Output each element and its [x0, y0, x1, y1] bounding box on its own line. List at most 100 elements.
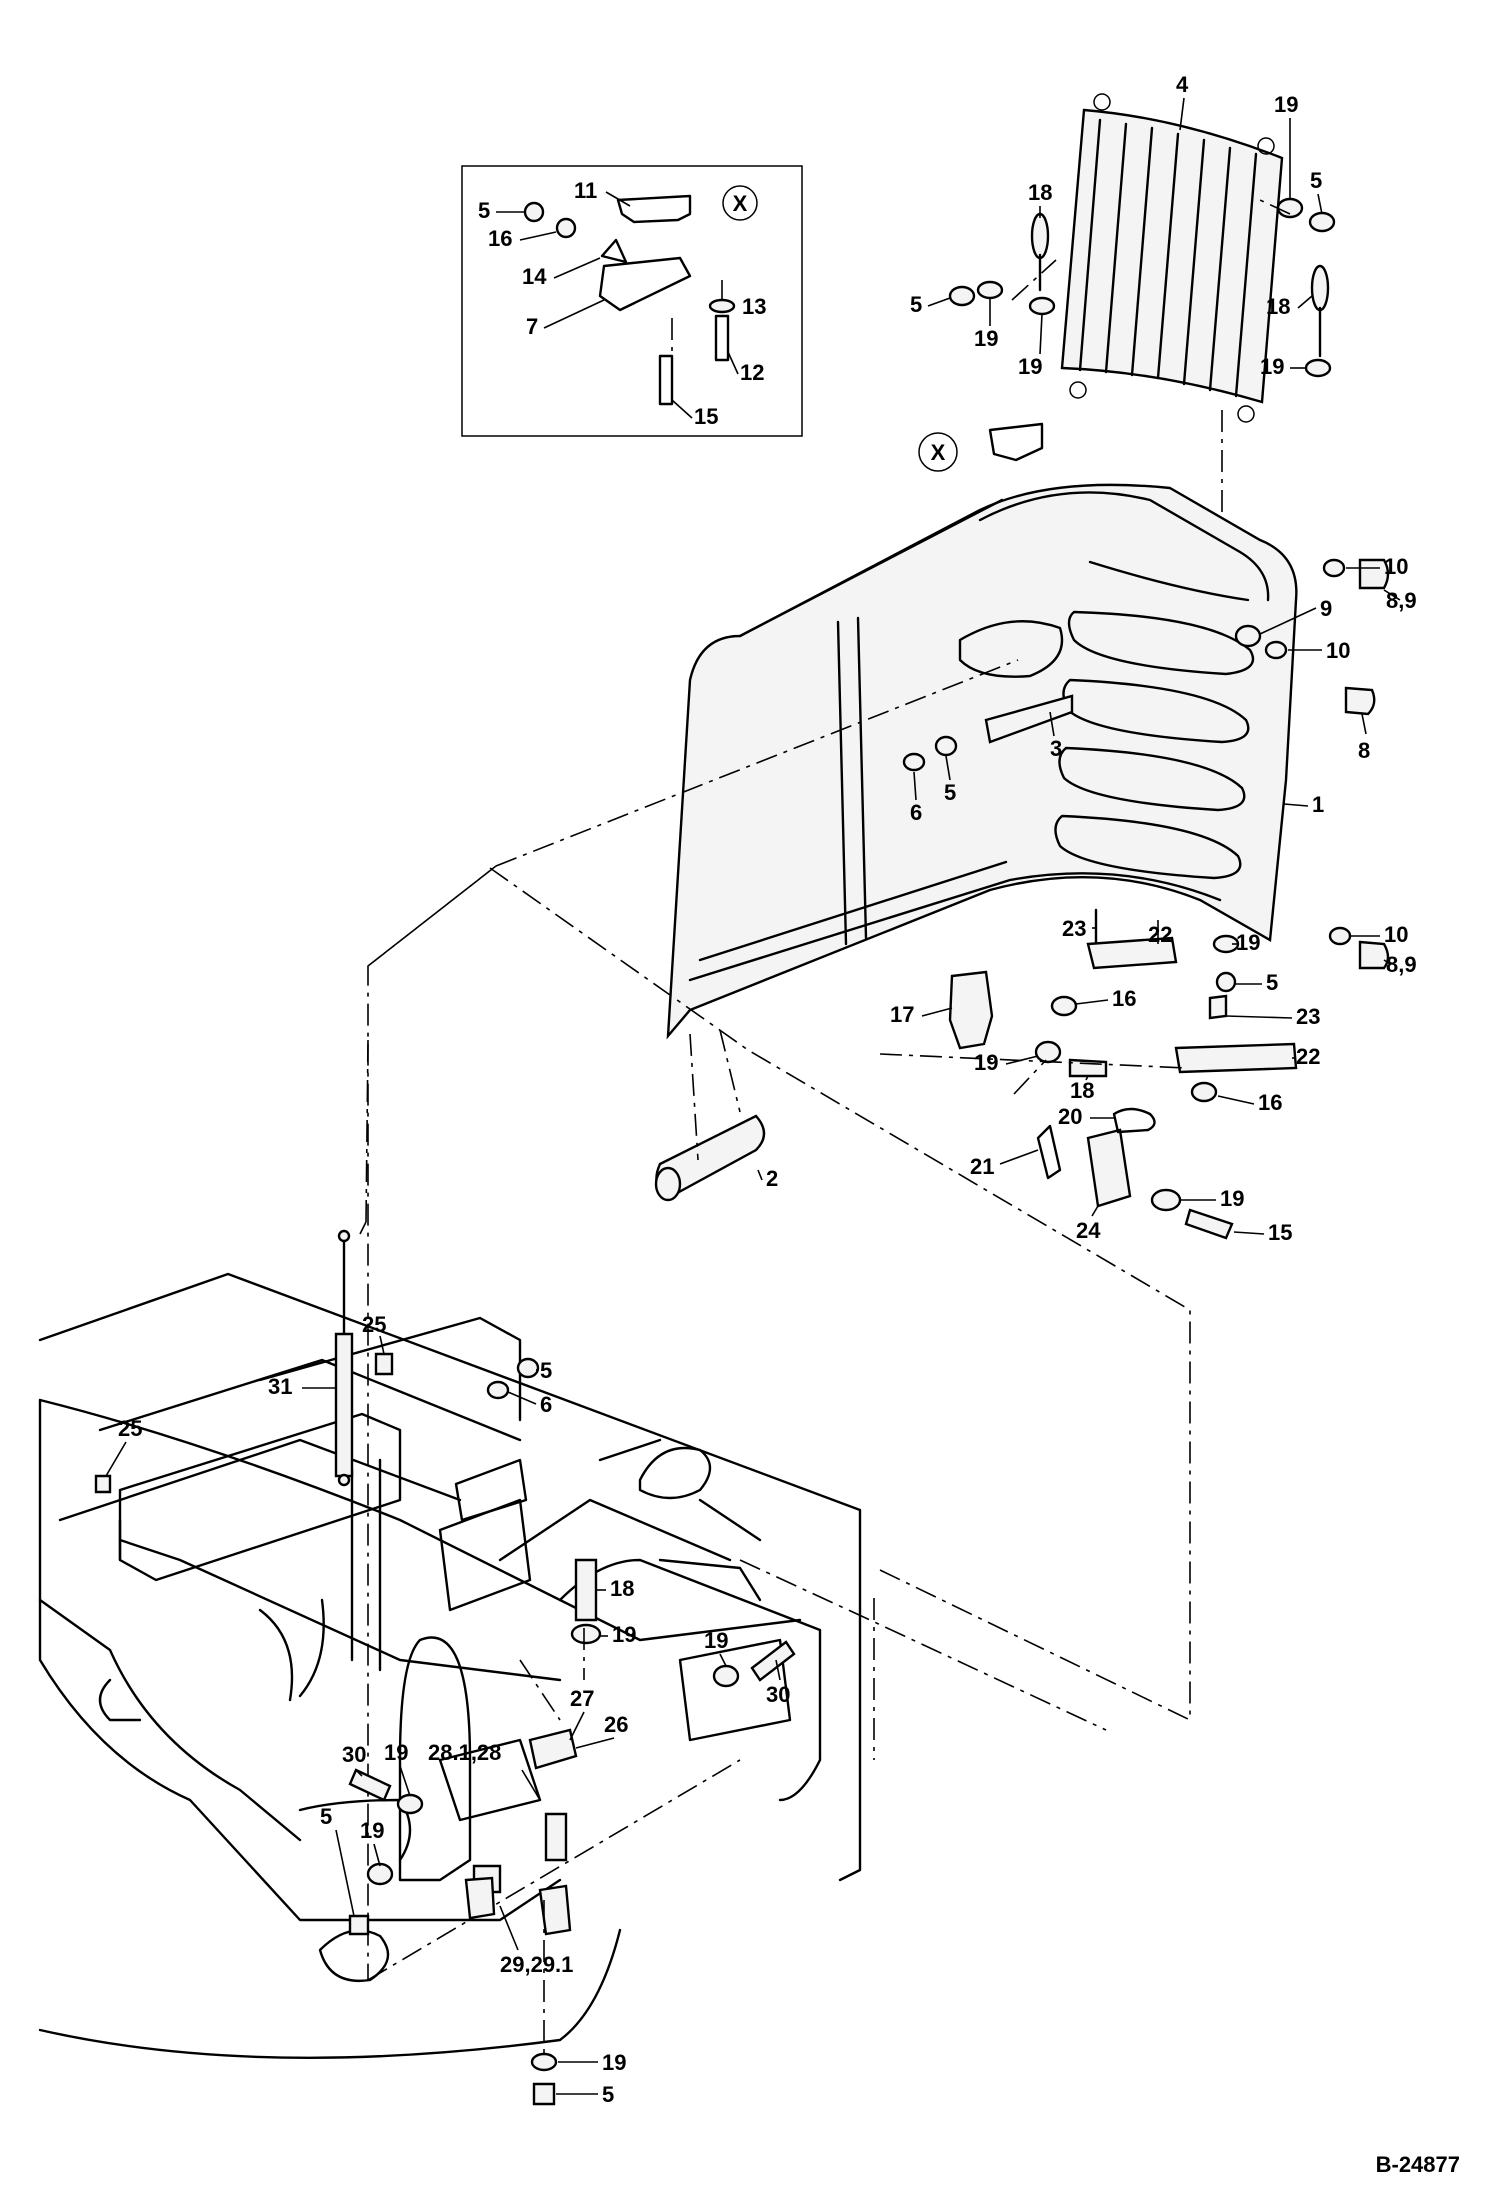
callout-25: 25 [118, 1416, 142, 1441]
callout-5: 5 [478, 198, 490, 223]
inset-nut-5 [523, 201, 545, 223]
callout-4: 4 [1176, 72, 1189, 97]
grille-fasteners [948, 197, 1336, 650]
callout-19: 19 [1274, 92, 1298, 117]
callout-19: 19 [602, 2050, 626, 2075]
callout-22: 22 [1296, 1044, 1320, 1069]
callout-2: 2 [766, 1166, 778, 1191]
callout-19: 19 [704, 1628, 728, 1653]
callout-16: 16 [488, 226, 512, 251]
callout-9: 9 [1320, 596, 1332, 621]
hinge-assembly [879, 908, 1298, 1240]
counterweight-boss [638, 1446, 712, 1500]
callout-26: 26 [604, 1712, 628, 1737]
inset-washer-13 [708, 298, 736, 314]
hinge-bracket-24 [1086, 1128, 1132, 1208]
x-marker-circle [918, 432, 958, 472]
callout-31: 31 [268, 1374, 292, 1399]
hood-fasteners [902, 558, 1390, 993]
callout-19: 19 [1018, 354, 1042, 379]
inset-washer-16 [555, 217, 577, 239]
engine-hood-part-1 [666, 483, 1298, 1040]
inset-plate-7 [598, 256, 692, 312]
callout-10: 10 [1326, 638, 1350, 663]
gas-strut-31 [334, 1221, 367, 1487]
callout-15: 15 [694, 404, 718, 429]
callout-29,29.1: 29,29.1 [500, 1952, 573, 1977]
callout-18: 18 [1028, 180, 1052, 205]
callout-16: 16 [1112, 986, 1136, 1011]
inset-clip-14 [600, 238, 628, 264]
callout-18: 18 [1266, 294, 1290, 319]
callout-8,9: 8,9 [1386, 952, 1417, 977]
callout-11: 11 [574, 178, 597, 203]
seal-part-2 [654, 1029, 766, 1202]
callout-10: 10 [1384, 554, 1408, 579]
grille-part-4 [1060, 93, 1284, 423]
callout-21: 21 [970, 1154, 994, 1179]
callout-14: 14 [522, 264, 547, 289]
hood-slot-3 [1058, 746, 1246, 812]
tail-light [318, 1929, 390, 1983]
callout-28.1,28: 28.1,28 [428, 1740, 501, 1765]
callout-16: 16 [1258, 1090, 1282, 1115]
callout-19: 19 [1260, 354, 1284, 379]
hinge-plate-17 [948, 970, 994, 1050]
callout-5: 5 [910, 292, 922, 317]
callout-24: 24 [1076, 1218, 1101, 1243]
phantom-outline [367, 659, 1191, 1981]
callout-7: 7 [526, 314, 538, 339]
callout-25: 25 [362, 1312, 386, 1337]
callout-19: 19 [974, 326, 998, 351]
callout-18: 18 [1070, 1078, 1094, 1103]
callout-23: 23 [1062, 916, 1086, 941]
callout-5: 5 [944, 780, 956, 805]
callout-17: 17 [890, 1002, 914, 1027]
callout-19: 19 [612, 1622, 636, 1647]
inset-bolt-15 [658, 354, 674, 406]
callout-12: 12 [740, 360, 764, 385]
chassis-frame [38, 1272, 862, 2059]
callout-3: 3 [1050, 736, 1062, 761]
callout-5: 5 [1266, 970, 1278, 995]
callout-27: 27 [570, 1686, 594, 1711]
callouts: 5 16 11 14 7 13 12 15 4 19 5 18 5 19 19 … [105, 72, 1417, 2107]
detail-inset-x: X [461, 165, 803, 437]
callout-30: 30 [342, 1742, 366, 1767]
inset-bracket-11 [616, 194, 692, 224]
callout-13: 13 [742, 294, 766, 319]
callout-19: 19 [974, 1050, 998, 1075]
callout-23: 23 [1296, 1004, 1320, 1029]
callout-5: 5 [602, 2082, 614, 2107]
callout-6: 6 [910, 800, 922, 825]
frame-pillar [398, 1636, 472, 1882]
callout-5: 5 [320, 1804, 332, 1829]
callout-19: 19 [1236, 930, 1260, 955]
callout-18: 18 [610, 1576, 634, 1601]
latch-part-3 [984, 694, 1074, 744]
x-marker-label: X [931, 440, 946, 465]
callout-15: 15 [1268, 1220, 1292, 1245]
callout-30: 30 [766, 1682, 790, 1707]
callout-19: 19 [384, 1740, 408, 1765]
drawing-code: B-24877 [1376, 2152, 1460, 2177]
callout-22: 22 [1148, 922, 1172, 947]
callout-20: 20 [1058, 1104, 1082, 1129]
phantom-vertical [365, 1039, 369, 1223]
hood-bracket [988, 422, 1044, 462]
callout-10: 10 [1384, 922, 1408, 947]
hood-slot-4 [1054, 814, 1242, 880]
callout-8,9: 8,9 [1386, 588, 1417, 613]
callout-5: 5 [1310, 168, 1322, 193]
callout-6: 6 [540, 1392, 552, 1417]
inset-marker-label: X [733, 191, 748, 216]
callout-19: 19 [1220, 1186, 1244, 1211]
callout-8: 8 [1358, 738, 1370, 763]
inset-bolt-12 [714, 314, 730, 362]
frame-fasteners [94, 1352, 796, 2106]
callout-19: 19 [360, 1818, 384, 1843]
hood-slot-1 [1067, 610, 1255, 676]
callout-5: 5 [540, 1358, 552, 1383]
callout-1: 1 [1312, 792, 1324, 817]
